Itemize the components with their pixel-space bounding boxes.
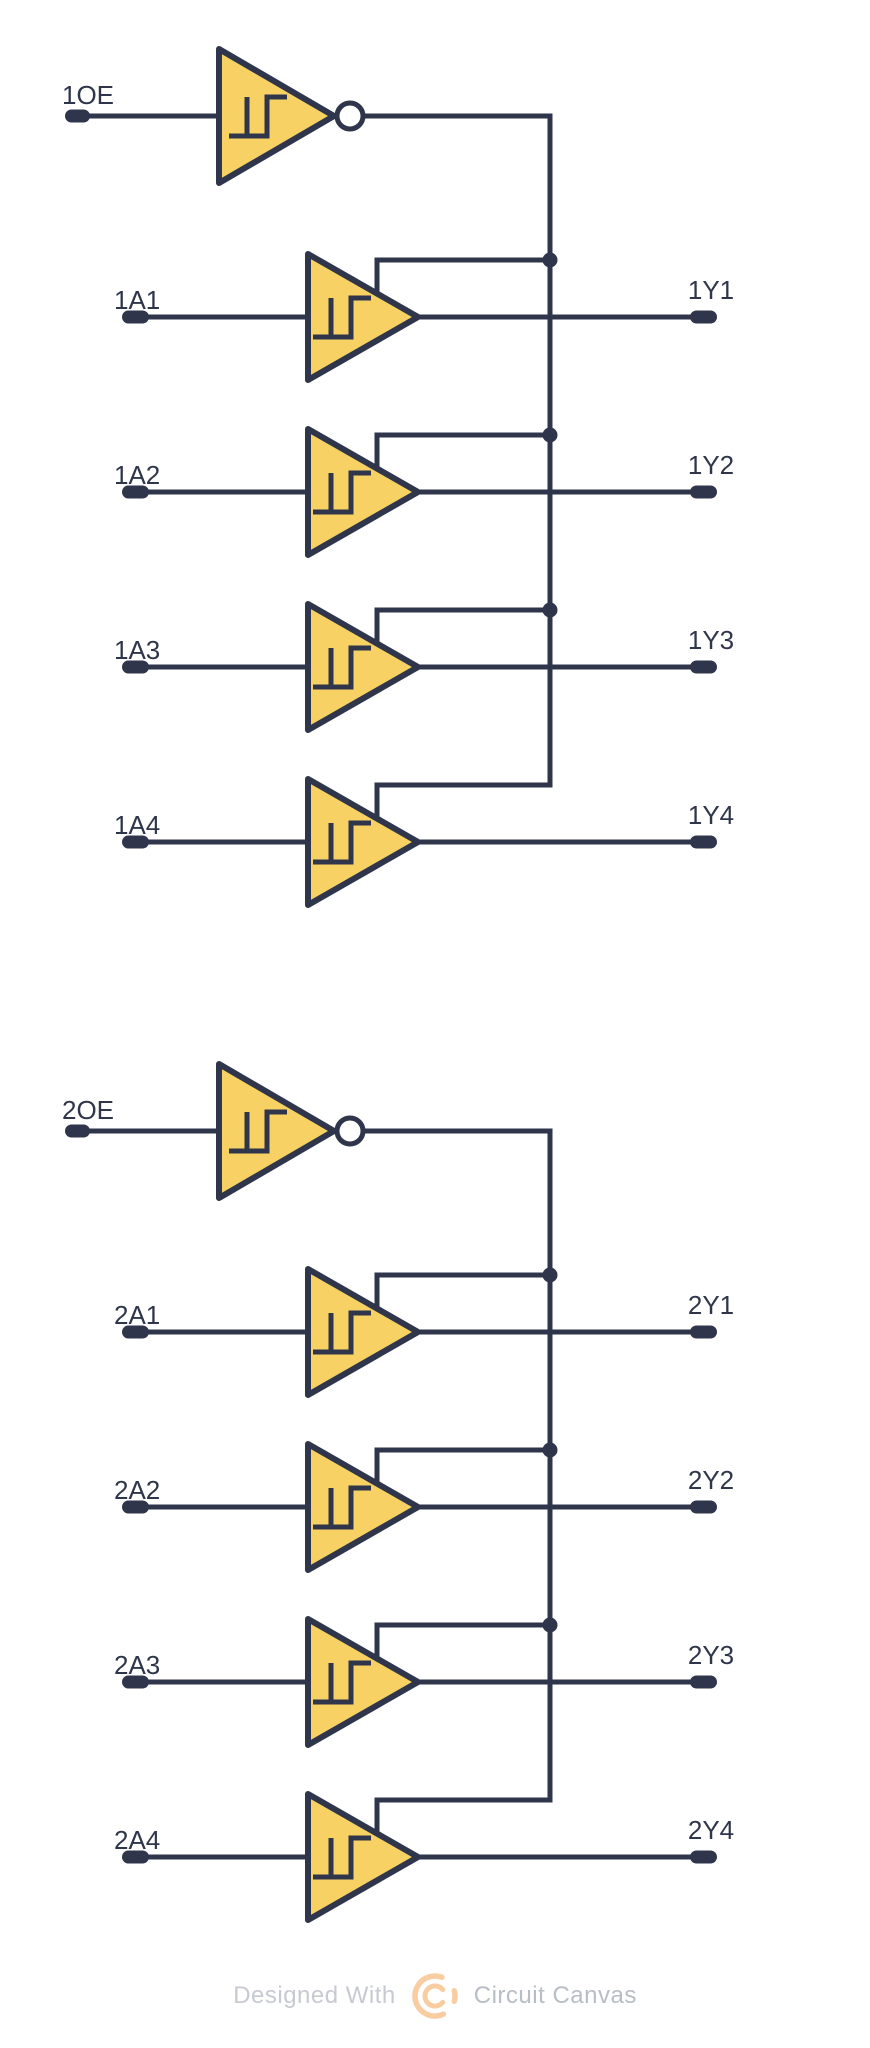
input-label-1A1: 1A1 xyxy=(114,285,160,315)
buffer-symbol xyxy=(305,601,421,733)
oe-input-pin xyxy=(65,1124,90,1138)
buffer-triangle xyxy=(305,1441,421,1573)
input-label-2A4: 2A4 xyxy=(114,1825,160,1855)
input-label-1A3: 1A3 xyxy=(114,635,160,665)
junction-dot xyxy=(542,1442,558,1458)
junction-dot xyxy=(542,252,558,268)
junction-dot xyxy=(542,602,558,618)
output-pin xyxy=(690,485,717,499)
enable-wire xyxy=(374,257,553,297)
circuit-canvas-logo-icon xyxy=(412,1973,458,2019)
junction-dot xyxy=(542,1617,558,1633)
input-pin xyxy=(122,1325,149,1339)
oe-inverter-symbol xyxy=(216,46,366,186)
buffer-triangle xyxy=(305,1266,421,1398)
enable-wire xyxy=(374,782,553,822)
inverter-output-bubble xyxy=(334,1115,366,1147)
buffer-symbol xyxy=(305,1441,421,1573)
junction-dot xyxy=(542,427,558,443)
input-pin xyxy=(122,1850,149,1864)
input-label-2A2: 2A2 xyxy=(114,1475,160,1505)
enable-wire xyxy=(374,1272,553,1312)
output-label-2Y1: 2Y1 xyxy=(688,1290,734,1320)
inverter-triangle xyxy=(216,1061,337,1201)
buffer-group-1: 1OE 1A1 1Y1 1A2 1Y2 1A3 1Y3 1A4 1Y4 xyxy=(62,46,734,908)
buffer-triangle xyxy=(305,1616,421,1748)
junction-dot xyxy=(542,1267,558,1283)
output-label-2Y4: 2Y4 xyxy=(688,1815,734,1845)
output-label-1Y1: 1Y1 xyxy=(688,275,734,305)
buffer-symbol xyxy=(305,426,421,558)
output-pin xyxy=(690,1325,717,1339)
output-label-2Y2: 2Y2 xyxy=(688,1465,734,1495)
input-label-1A2: 1A2 xyxy=(114,460,160,490)
oe-input-pin xyxy=(65,109,90,123)
input-pin xyxy=(122,1675,149,1689)
buffer-triangle xyxy=(305,601,421,733)
input-pin xyxy=(122,1500,149,1514)
buffer-triangle xyxy=(305,776,421,908)
oe-label-1OE: 1OE xyxy=(62,80,114,110)
output-label-2Y3: 2Y3 xyxy=(688,1640,734,1670)
enable-wire xyxy=(374,432,553,472)
inverter-output-bubble xyxy=(334,100,366,132)
input-label-2A3: 2A3 xyxy=(114,1650,160,1680)
enable-wire xyxy=(374,1797,553,1837)
enable-wire xyxy=(374,1447,553,1487)
buffer-symbol xyxy=(305,1266,421,1398)
input-label-2A1: 2A1 xyxy=(114,1300,160,1330)
output-label-1Y4: 1Y4 xyxy=(688,800,734,830)
buffer-symbol xyxy=(305,776,421,908)
output-label-1Y2: 1Y2 xyxy=(688,450,734,480)
oe-inverter-symbol xyxy=(216,1061,366,1201)
inverter-triangle xyxy=(216,46,337,186)
brand-text: Circuit Canvas xyxy=(473,1982,637,2009)
input-pin xyxy=(122,835,149,849)
buffer-symbol xyxy=(305,1616,421,1748)
output-label-1Y3: 1Y3 xyxy=(688,625,734,655)
output-pin xyxy=(690,660,717,674)
input-label-1A4: 1A4 xyxy=(114,810,160,840)
oe-label-2OE: 2OE xyxy=(62,1095,114,1125)
output-pin xyxy=(690,1850,717,1864)
input-pin xyxy=(122,485,149,499)
logo-inner-arc xyxy=(422,1983,448,2009)
input-pin xyxy=(122,310,149,324)
enable-wire xyxy=(374,607,553,647)
buffer-symbol xyxy=(305,1791,421,1923)
buffer-triangle xyxy=(305,426,421,558)
footer-watermark: Designed With Circuit Canvas xyxy=(0,1968,870,2024)
output-pin xyxy=(690,1675,717,1689)
buffer-triangle xyxy=(305,1791,421,1923)
designed-with-text: Designed With xyxy=(233,1982,396,2009)
output-pin xyxy=(690,1500,717,1514)
input-pin xyxy=(122,660,149,674)
buffer-group-2: 2OE 2A1 2Y1 2A2 2Y2 2A3 2Y3 2A4 2Y4 xyxy=(62,1061,734,1923)
buffer-symbol xyxy=(305,251,421,383)
logo-outer-arc xyxy=(412,1973,458,2019)
enable-wire xyxy=(374,1622,553,1662)
buffer-triangle xyxy=(305,251,421,383)
output-pin xyxy=(690,310,717,324)
output-pin xyxy=(690,835,717,849)
